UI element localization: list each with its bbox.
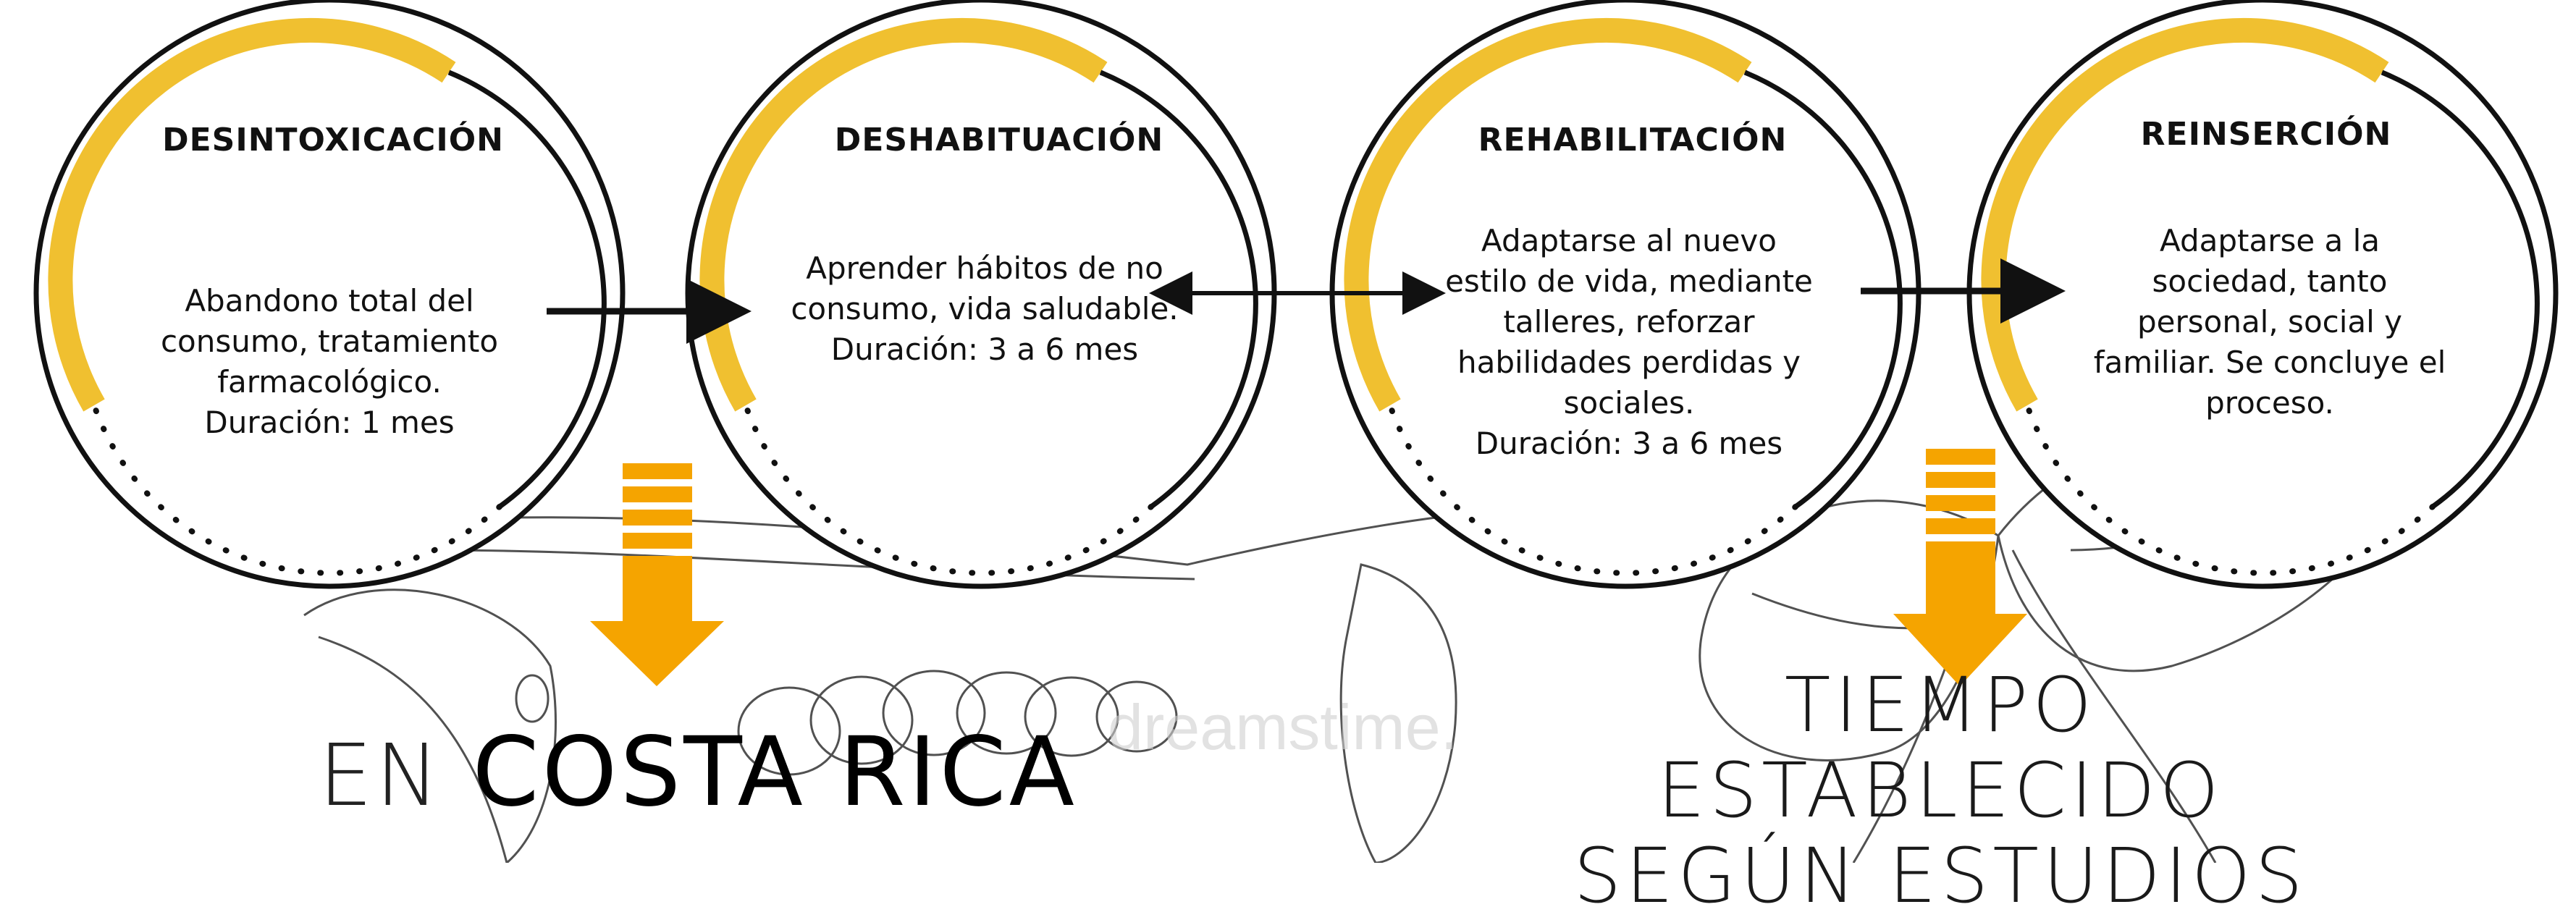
stage-description-desintoxicacion: Abandono total del consumo, tratamiento … bbox=[134, 281, 525, 443]
footer-left-caption: EN COSTA RICA bbox=[319, 717, 1077, 828]
stage-description-text: Abandono total del consumo, tratamiento … bbox=[160, 283, 499, 400]
stage-circle-4 bbox=[1966, 0, 2559, 589]
stage-title-desintoxicacion: DESINTOXICACIÓN bbox=[162, 122, 504, 159]
stage-duration: Duración: 1 mes bbox=[204, 405, 455, 440]
stage-description-deshabituacion: Aprender hábitos de no consumo, vida sal… bbox=[775, 248, 1195, 370]
footer-right-line2: SEGÚN ESTUDIOS bbox=[1573, 832, 2307, 920]
stage-description-text: Aprender hábitos de no consumo, vida sal… bbox=[791, 250, 1179, 326]
stage-description-reinsercion: Adaptarse a la sociedad, tanto personal,… bbox=[2085, 221, 2454, 423]
stage-description-text: Adaptarse a la sociedad, tanto personal,… bbox=[2093, 223, 2446, 421]
footer-left-emphasis: COSTA RICA bbox=[472, 717, 1077, 828]
leaf-sketch bbox=[303, 588, 557, 863]
stage-duration: Duración: 3 a 6 mes bbox=[830, 332, 1139, 367]
leaf-spot-sketch bbox=[515, 674, 550, 723]
stage-title-rehabilitacion: REHABILITACIÓN bbox=[1478, 122, 1788, 159]
chrysalis-sketch bbox=[1339, 563, 1457, 863]
footer-left-prefix: EN bbox=[319, 725, 442, 825]
footer-right-line1: TIEMPO ESTABLECIDO bbox=[1657, 661, 2223, 835]
caterpillar-sketch bbox=[737, 670, 1178, 776]
stage-title-deshabituacion: DESHABITUACIÓN bbox=[834, 122, 1164, 159]
stage-circle-1 bbox=[33, 0, 626, 589]
stage-duration: Duración: 3 a 6 mes bbox=[1475, 426, 1783, 461]
orange-down-arrow-right bbox=[1893, 449, 2027, 686]
footer-right-caption: TIEMPO ESTABLECIDO SEGÚN ESTUDIOS bbox=[1499, 662, 2382, 919]
orange-down-arrow-left bbox=[590, 463, 724, 686]
watermark: dreamstime. bbox=[1108, 691, 1458, 763]
stage-description-rehabilitacion: Adaptarse al nuevo estilo de vida, media… bbox=[1437, 221, 1821, 464]
stage-description-text: Adaptarse al nuevo estilo de vida, media… bbox=[1445, 223, 1813, 421]
stage-title-reinsercion: REINSERCIÓN bbox=[2140, 116, 2392, 153]
